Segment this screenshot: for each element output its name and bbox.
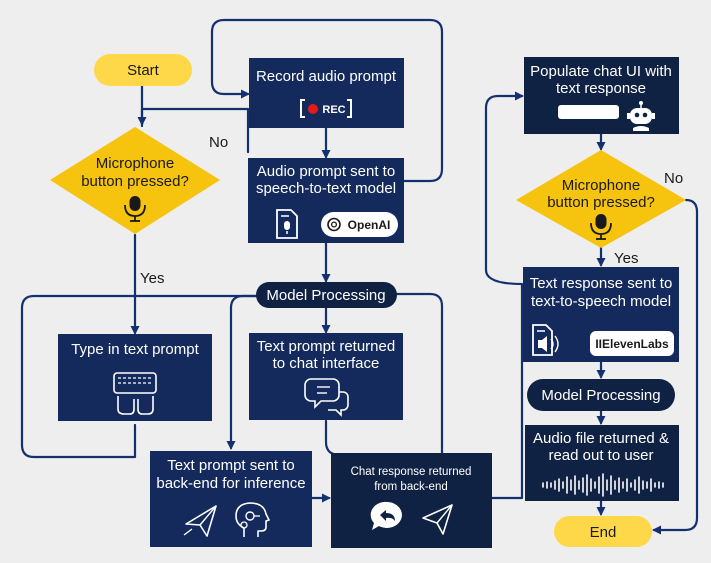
model2-label: Model Processing [541,387,660,404]
end-node: End [554,516,652,547]
chatresp-line2: from back-end [374,481,448,493]
type-label: Type in text prompt [71,341,199,358]
stt-line1: Audio prompt sent to [257,163,395,180]
chatbot-icon [627,101,655,131]
backend-box: Text prompt sent to back-end for inferen… [150,451,312,547]
record-label: Record audio prompt [256,68,397,85]
mic2-line1: Microphone [562,177,640,194]
populate-line2: text response [556,80,646,97]
backend-line2: back-end for inference [156,475,305,492]
end-label: End [590,524,617,541]
paper-plane-icon [183,505,217,537]
backend-line1: Text prompt sent to [167,457,295,474]
microphone-icon [124,196,146,222]
rec-label: REC [322,104,345,116]
audio-line1: Audio file returned & [533,430,669,447]
edge-stt-loop-record [210,18,444,183]
edge-label-no-2: No [664,170,683,187]
edge-model1-backend [226,294,260,450]
returned-line2: to chat interface [273,355,380,372]
mic1-line2: button pressed? [81,173,189,190]
tts-line2: text-to-speech model [531,293,671,310]
stt-line2: speech-to-text model [256,180,396,197]
chat-bubbles-icon [304,378,349,417]
audio-box: Audio file returned & read out to user [525,425,679,501]
chat-input-bar [558,105,619,119]
mic1-decision: Microphone button pressed? [50,127,220,234]
model1-label: Model Processing [266,287,385,304]
speaker-file-icon [532,324,559,356]
connectors [20,18,699,535]
edge-mic2-no-end [652,198,699,535]
edge-mic1-no-line [140,107,250,154]
type-box: Type in text prompt [58,334,212,421]
chatresp-box: Chat response returned from back-end [331,453,492,548]
rec-indicator: REC [300,99,352,118]
keyboard-typing-icon [113,372,157,415]
start-label: Start [127,62,160,79]
edge-type-loop [20,294,260,459]
edge-chatresp-populate [484,91,524,500]
chatresp-line1: Chat response returned [351,466,472,478]
populate-line1: Populate chat UI with [530,63,672,80]
audio-line2: read out to user [548,447,653,464]
paper-plane-icon [422,504,453,535]
openai-badge: OpenAI [321,212,398,237]
elevenlabs-badge: IIElevenLabs [590,331,674,356]
ai-head-icon [235,502,270,537]
populate-box: Populate chat UI with text response [524,57,679,134]
waveform-icon [542,473,664,497]
model-processing-1: Model Processing [256,282,397,308]
mic1-line1: Microphone [96,155,174,172]
record-box: Record audio prompt REC [249,58,404,128]
start-node: Start [94,54,192,86]
edge-label-no-1: No [209,134,228,151]
returned-box: Text prompt returned to chat interface [249,333,403,420]
openai-logo-icon [327,217,341,232]
mic2-line2: button pressed? [547,194,655,211]
elevenlabs-label: IIElevenLabs [595,337,669,351]
edge-label-yes-1: Yes [140,270,164,287]
mic2-decision: Microphone button pressed? [516,150,686,248]
audio-file-icon [276,209,298,239]
reply-bubble-icon [370,501,402,530]
openai-label: OpenAI [348,218,391,232]
model-processing-2: Model Processing [527,379,675,411]
stt-box: Audio prompt sent to speech-to-text mode… [248,158,404,243]
tts-box: Text response sent to text-to-speech mod… [523,267,679,362]
microphone-icon [590,214,612,240]
returned-line1: Text prompt returned [257,338,395,355]
edge-label-yes-2: Yes [614,250,638,267]
tts-line1: Text response sent to [530,275,673,292]
record-dot-icon [308,104,318,114]
